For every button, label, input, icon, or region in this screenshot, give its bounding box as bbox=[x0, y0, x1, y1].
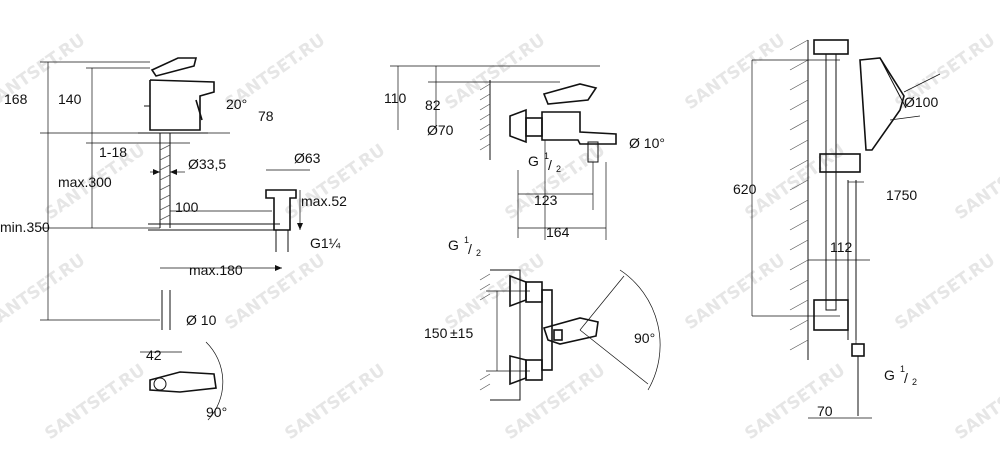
frac-num: 1 bbox=[544, 151, 549, 161]
watermark-text: SANTSET.RU bbox=[951, 360, 1000, 444]
frac-slash-shower: / bbox=[904, 370, 908, 386]
dim-112: 112 bbox=[830, 239, 853, 255]
dim-90deg: 90° bbox=[206, 404, 227, 420]
dim-140: 140 bbox=[58, 91, 82, 107]
dim-d10: Ø 10 bbox=[186, 312, 217, 328]
dim-d100-head: Ø100 bbox=[904, 94, 938, 110]
dim-123: 123 bbox=[534, 192, 558, 208]
dim-thread-1-18: 1-18 bbox=[99, 144, 127, 160]
dim-70: 70 bbox=[817, 403, 833, 419]
basin-mixer-labels: 168 140 20° 78 1-18 max.300 Ø33,5 Ø63 10… bbox=[0, 91, 347, 420]
dim-angle10: Ø 10° bbox=[629, 135, 665, 151]
dim-g-main: G bbox=[528, 153, 539, 169]
watermark-text: SANTSET.RU bbox=[501, 360, 609, 444]
frac-num-top: 1 bbox=[464, 235, 469, 245]
dim-164: 164 bbox=[546, 224, 570, 240]
dim-168: 168 bbox=[4, 91, 28, 107]
bath-mixer-drawing bbox=[390, 65, 661, 401]
dim-1750: 1750 bbox=[886, 187, 917, 203]
watermark-text: SANTSET.RU bbox=[281, 360, 389, 444]
watermark-text: SANTSET.RU bbox=[741, 360, 849, 444]
dim-max52: max.52 bbox=[301, 193, 347, 209]
dim-82: 82 bbox=[425, 97, 441, 113]
frac-den: 2 bbox=[556, 164, 561, 174]
dim-78: 78 bbox=[258, 108, 274, 124]
watermark-text: SANTSET.RU bbox=[951, 140, 1000, 224]
dim-g-top: G bbox=[448, 237, 459, 253]
frac-slash: / bbox=[548, 157, 552, 173]
watermark-text: SANTSET.RU bbox=[741, 140, 849, 224]
frac-slash-top: / bbox=[468, 241, 472, 257]
watermark-text: SANTSET.RU bbox=[441, 250, 549, 334]
dim-42: 42 bbox=[146, 347, 162, 363]
dim-g: G bbox=[884, 367, 895, 383]
frac-den-top: 2 bbox=[476, 248, 481, 258]
watermark-text: SANTSET.RU bbox=[0, 250, 89, 334]
dim-max300: max.300 bbox=[58, 174, 112, 190]
frac-den-shower: 2 bbox=[912, 377, 917, 387]
dim-min350: min.350 bbox=[0, 219, 50, 235]
dim-100: 100 bbox=[175, 199, 199, 215]
shower-set-drawing bbox=[751, 39, 941, 419]
watermark-text: SANTSET.RU bbox=[441, 30, 549, 114]
watermark-text: SANTSET.RU bbox=[891, 250, 999, 334]
watermark-text: SANTSET.RU bbox=[681, 250, 789, 334]
watermark-text: SANTSET.RU bbox=[681, 30, 789, 114]
watermark-text: SANTSET.RU bbox=[41, 360, 149, 444]
dim-150: 150 bbox=[424, 325, 448, 341]
dim-pm15: ±15 bbox=[450, 325, 473, 341]
dim-d63: Ø63 bbox=[294, 150, 321, 166]
dim-d335: Ø33,5 bbox=[188, 156, 226, 172]
dim-d70: Ø70 bbox=[427, 122, 454, 138]
bath-mixer-labels: 110 82 Ø70 G 1 / 2 Ø 10° 123 164 G 1 / 2… bbox=[384, 90, 665, 346]
dim-20deg: 20° bbox=[226, 96, 247, 112]
frac-num-shower: 1 bbox=[900, 364, 905, 374]
dim-max180: max.180 bbox=[189, 262, 243, 278]
dim-angle90: 90° bbox=[634, 330, 655, 346]
dim-620: 620 bbox=[733, 181, 757, 197]
dim-g114: G1¼ bbox=[310, 235, 341, 251]
shower-set-labels: Ø100 620 1750 112 G 1 / 2 70 bbox=[733, 94, 938, 419]
dim-110: 110 bbox=[384, 90, 407, 106]
basin-mixer-drawing bbox=[40, 57, 310, 421]
